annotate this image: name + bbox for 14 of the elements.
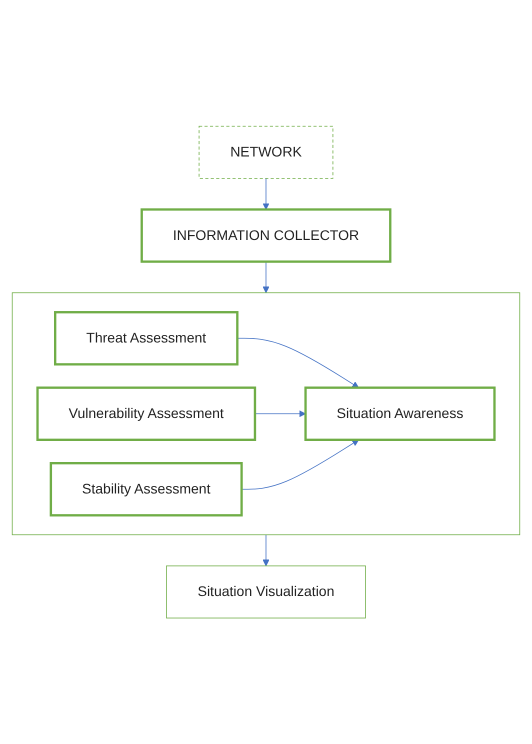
arrow (262, 178, 270, 210)
arrow (262, 534, 270, 566)
node-box: Vulnerability Assessment (36, 386, 256, 441)
arrow (241, 439, 359, 490)
arrow (262, 261, 270, 293)
arrow (236, 338, 359, 388)
node-box: Threat Assessment (54, 310, 238, 366)
node-box: Stability Assessment (50, 462, 243, 516)
node-box: Situation Awareness (304, 386, 496, 441)
node-box: NETWORK (198, 126, 334, 179)
node-box: Situation Visualization (166, 565, 366, 618)
cluster (12, 292, 520, 536)
node-box: INFORMATION COLLECTOR (140, 208, 392, 263)
arrow (254, 410, 306, 418)
